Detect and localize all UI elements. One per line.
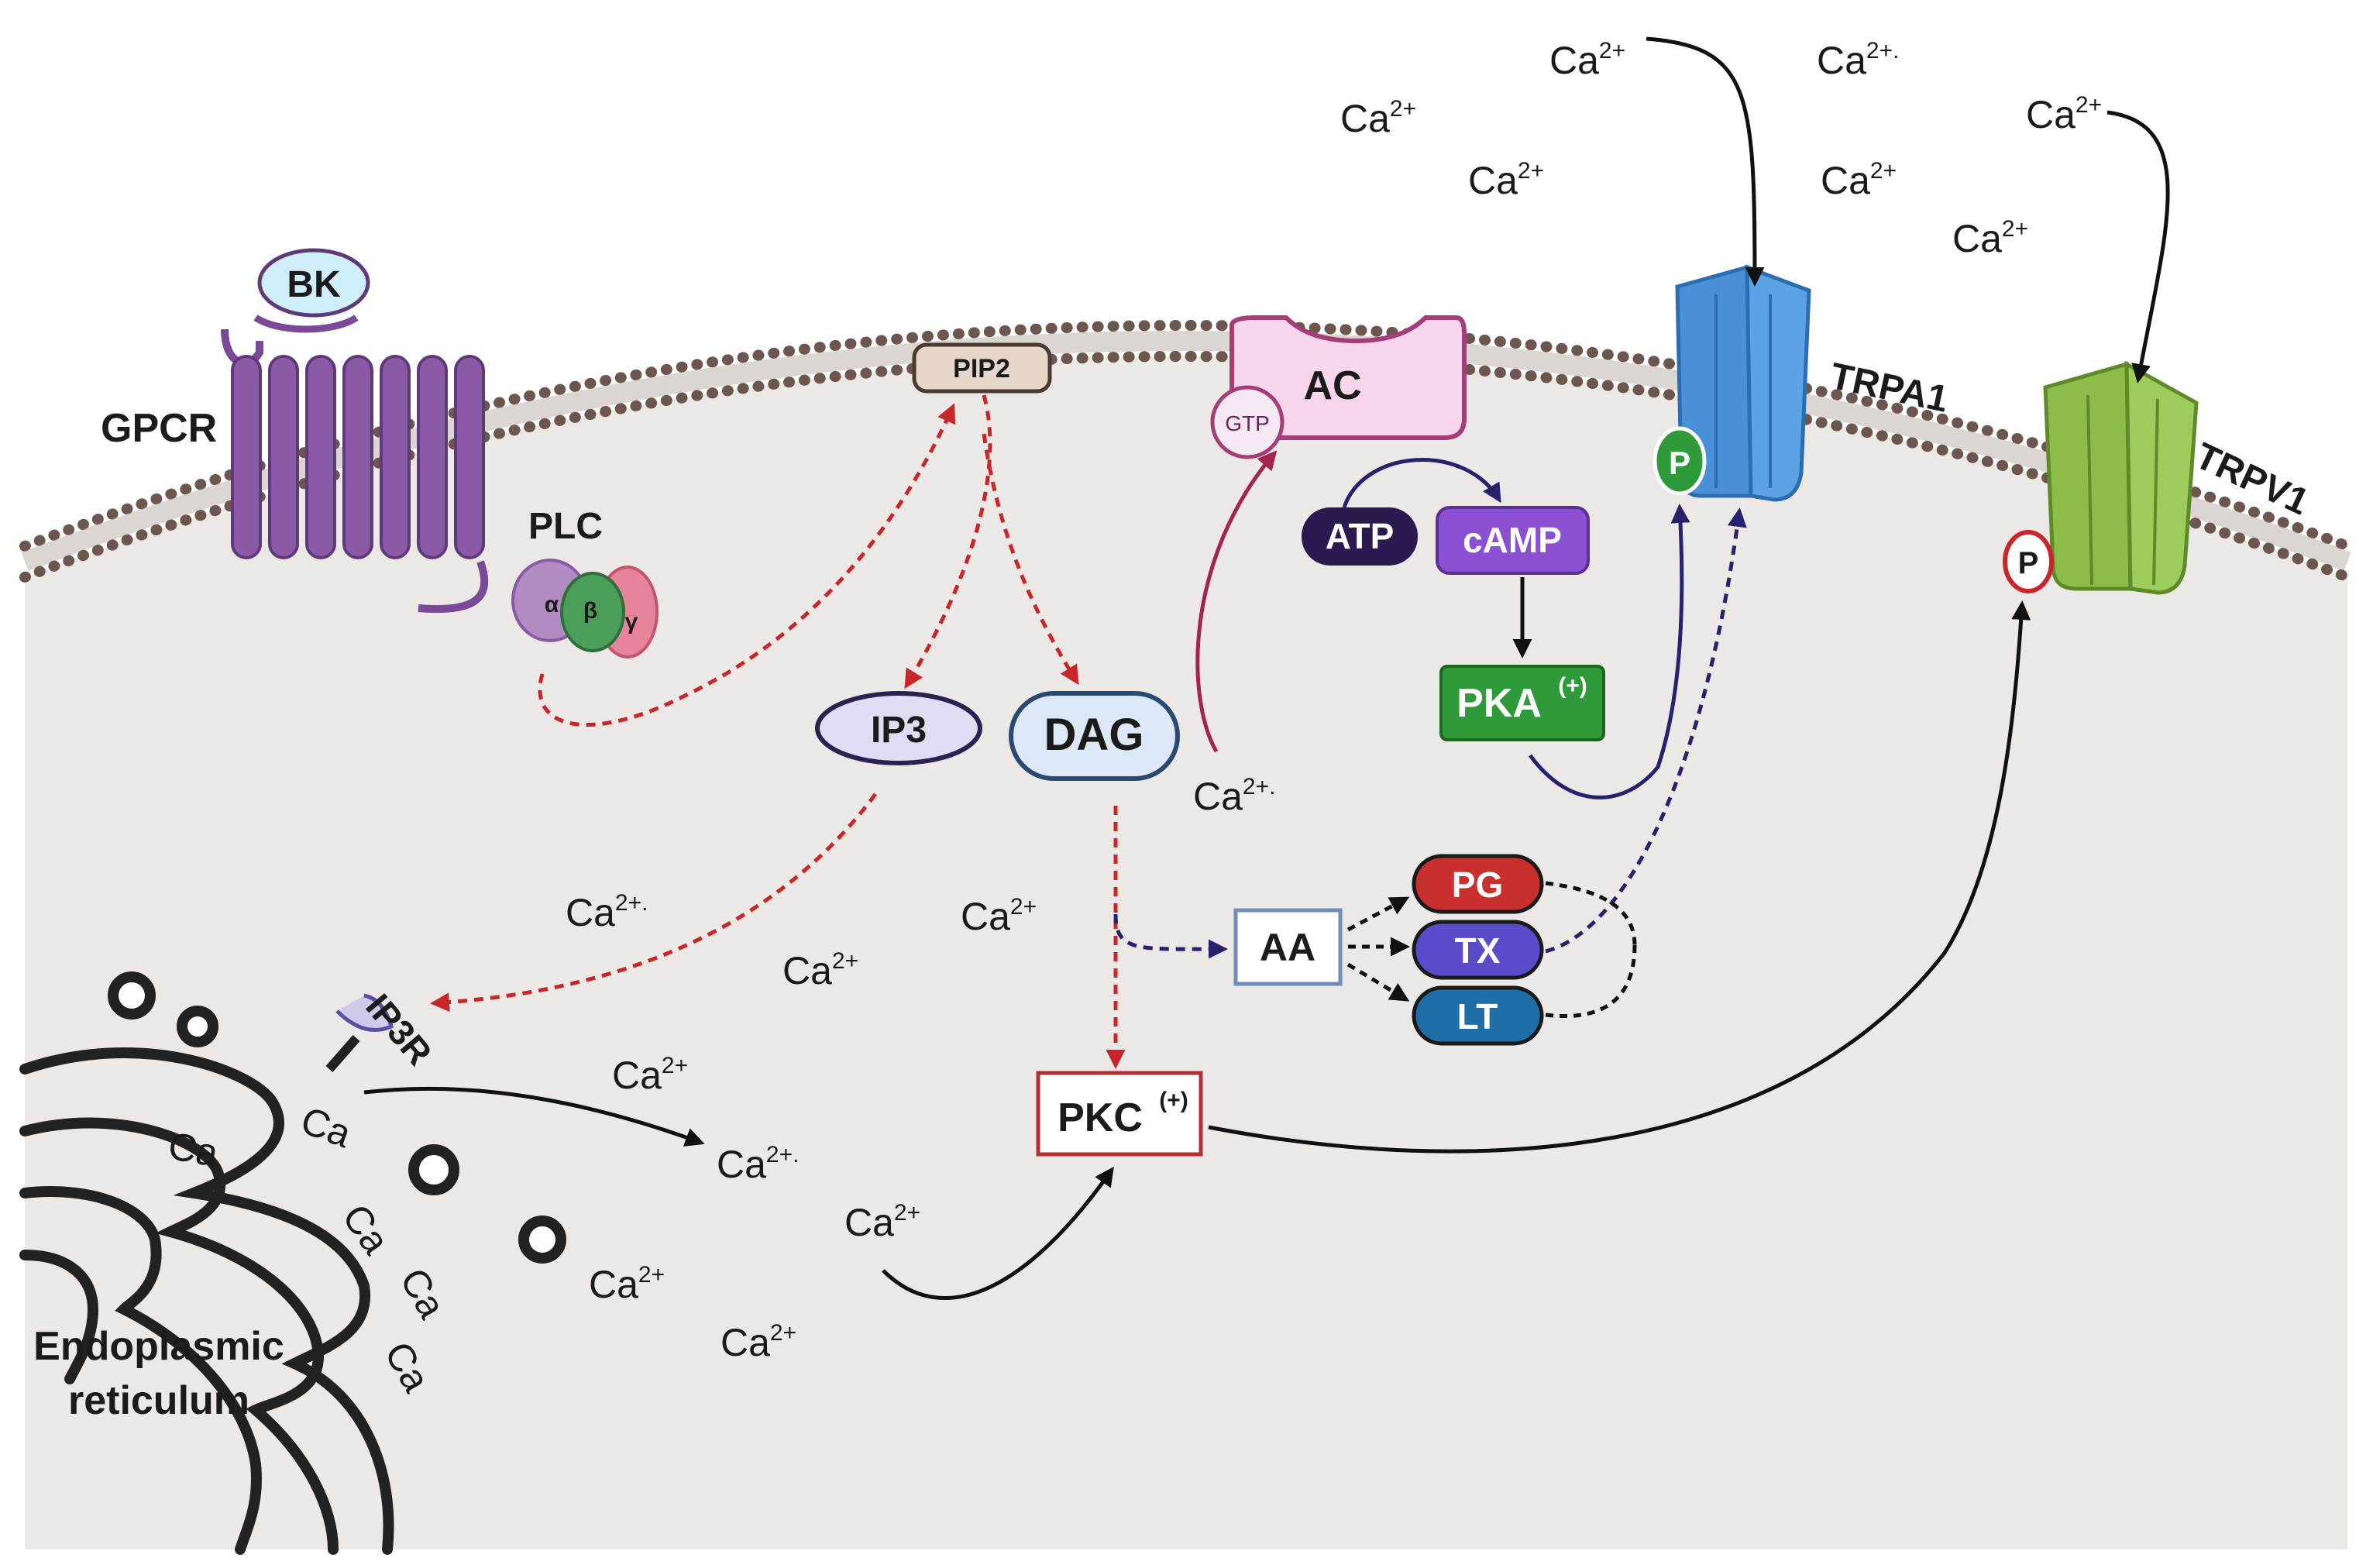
pka-superscript: (+) (1558, 673, 1587, 699)
gtp-label: GTP (1225, 411, 1270, 435)
pka-node: PKA (+) (1439, 665, 1605, 741)
calcium-ions: Ca2+ Ca2+. Ca2+ Ca2+ Ca2+ Ca2+ Ca2+ Ca2+… (566, 38, 2102, 1364)
tx-node: TX (1412, 920, 1544, 980)
navy-dashed-arrows (1113, 507, 1747, 959)
calcium-ion: Ca2+ (1468, 158, 1544, 202)
atp-node: ATP (1302, 507, 1418, 566)
calcium-ion: Ca2+ (612, 1053, 688, 1097)
atp-label: ATP (1326, 516, 1395, 556)
calcium-ion: Ca2+ (589, 1262, 665, 1306)
er-label: Endoplasmic reticulum (33, 1324, 284, 1423)
calcium-ion: Ca2+ (782, 948, 858, 992)
arrow-dag-to-aa (1113, 913, 1228, 959)
plc-label: PLC (528, 506, 603, 547)
camp-label: cAMP (1463, 520, 1562, 560)
arrow-calcium-into-trpv1 (2106, 110, 2170, 383)
trpa1-phospho-label: P (1669, 445, 1690, 481)
calcium-ion: Ca2+. (566, 890, 648, 934)
arrow-plc-to-pip2 (538, 403, 956, 727)
arrow-ip3r-release (363, 1086, 705, 1147)
pip2-label: PIP2 (953, 354, 1010, 383)
endoplasmic-reticulum (19, 971, 566, 1555)
pkc-node: PKC (+) (1036, 1071, 1203, 1157)
calcium-ion: Ca2+. (717, 1142, 799, 1186)
dag-label: DAG (1044, 710, 1144, 760)
calcium-ion: Ca2+ (1549, 38, 1625, 82)
trpv1-phospho-label: P (2018, 546, 2039, 580)
tx-label: TX (1455, 930, 1501, 971)
pip2: PIP2 (912, 342, 1052, 394)
gpcr-receptor: GPCR (101, 328, 489, 614)
dag-node: DAG (1009, 691, 1180, 781)
arrow-calcium-to-pkc (882, 1166, 1114, 1300)
pkc-superscript: (+) (1159, 1088, 1188, 1113)
bradykinin: BK (253, 248, 370, 333)
calcium-ion: Ca2+ (2026, 92, 2102, 136)
lt-node: LT (1412, 985, 1544, 1046)
plc-gamma-label: γ (625, 609, 638, 634)
pka-label: PKA (1456, 681, 1542, 726)
calcium-ion: Ca2+ (1340, 96, 1416, 140)
arrow-pip2-to-ip3 (904, 394, 992, 689)
aa-node: AA (1233, 908, 1343, 986)
arrow-pkc-to-trpv1 (1208, 600, 2031, 1154)
ip3-label: IP3 (871, 710, 927, 751)
arrow-ip3-to-ip3r (430, 793, 878, 1013)
calcium-ion: Ca2+. (1193, 774, 1275, 818)
aa-label: AA (1260, 926, 1315, 969)
arrow-atp-to-camp (1342, 458, 1501, 508)
camp-node: cAMP (1436, 506, 1590, 575)
calcium-ion: Ca2+. (1817, 38, 1899, 82)
arrow-calcium-into-trpa1 (1646, 36, 1765, 287)
pkc-label: PKC (1058, 1095, 1143, 1140)
eicosanoid-arrows (1346, 881, 1637, 1018)
lt-label: LT (1457, 996, 1498, 1037)
plc-beta-label: β (583, 598, 597, 624)
calcium-ion: Ca2+ (961, 894, 1037, 938)
plc-alpha-label: α (545, 592, 559, 617)
svg-text:Ca: Ca (165, 1124, 222, 1175)
ip3-node: IP3 (815, 691, 982, 765)
line-pg-to-bracket (1545, 881, 1637, 946)
calcium-ion: Ca2+ (1952, 216, 2028, 260)
arrow-calcium-to-ac (1195, 450, 1278, 753)
arrow-tx-to-trpa1 (1545, 507, 1747, 954)
arrow-pip2-to-dag (982, 433, 1079, 686)
adenylyl-cyclase: AC GTP (1210, 315, 1467, 459)
gpcr-label: GPCR (101, 406, 217, 451)
solid-arrows (363, 36, 2170, 1300)
pg-node: PG (1412, 854, 1544, 914)
ac-label: AC (1303, 363, 1361, 408)
line-lt-to-bracket (1545, 944, 1637, 1018)
arrow-aa-to-lt (1346, 962, 1410, 1002)
arrow-pka-to-trpa1 (1528, 504, 1690, 799)
pg-label: PG (1452, 865, 1503, 905)
calcium-ion: Ca2+ (1821, 158, 1897, 202)
red-dashed-arrows (430, 394, 1126, 1069)
bk-label: BK (287, 264, 341, 305)
plc-enzyme: α β γ PLC (511, 506, 659, 658)
calcium-ion: Ca2+ (720, 1320, 796, 1364)
arrow-aa-to-pg (1346, 896, 1410, 932)
cytoplasm (25, 356, 2347, 1549)
er-label-line1: Endoplasmic (33, 1324, 284, 1369)
calcium-ion: Ca2+ (844, 1200, 920, 1244)
er-label-line2: reticulum (68, 1378, 249, 1423)
